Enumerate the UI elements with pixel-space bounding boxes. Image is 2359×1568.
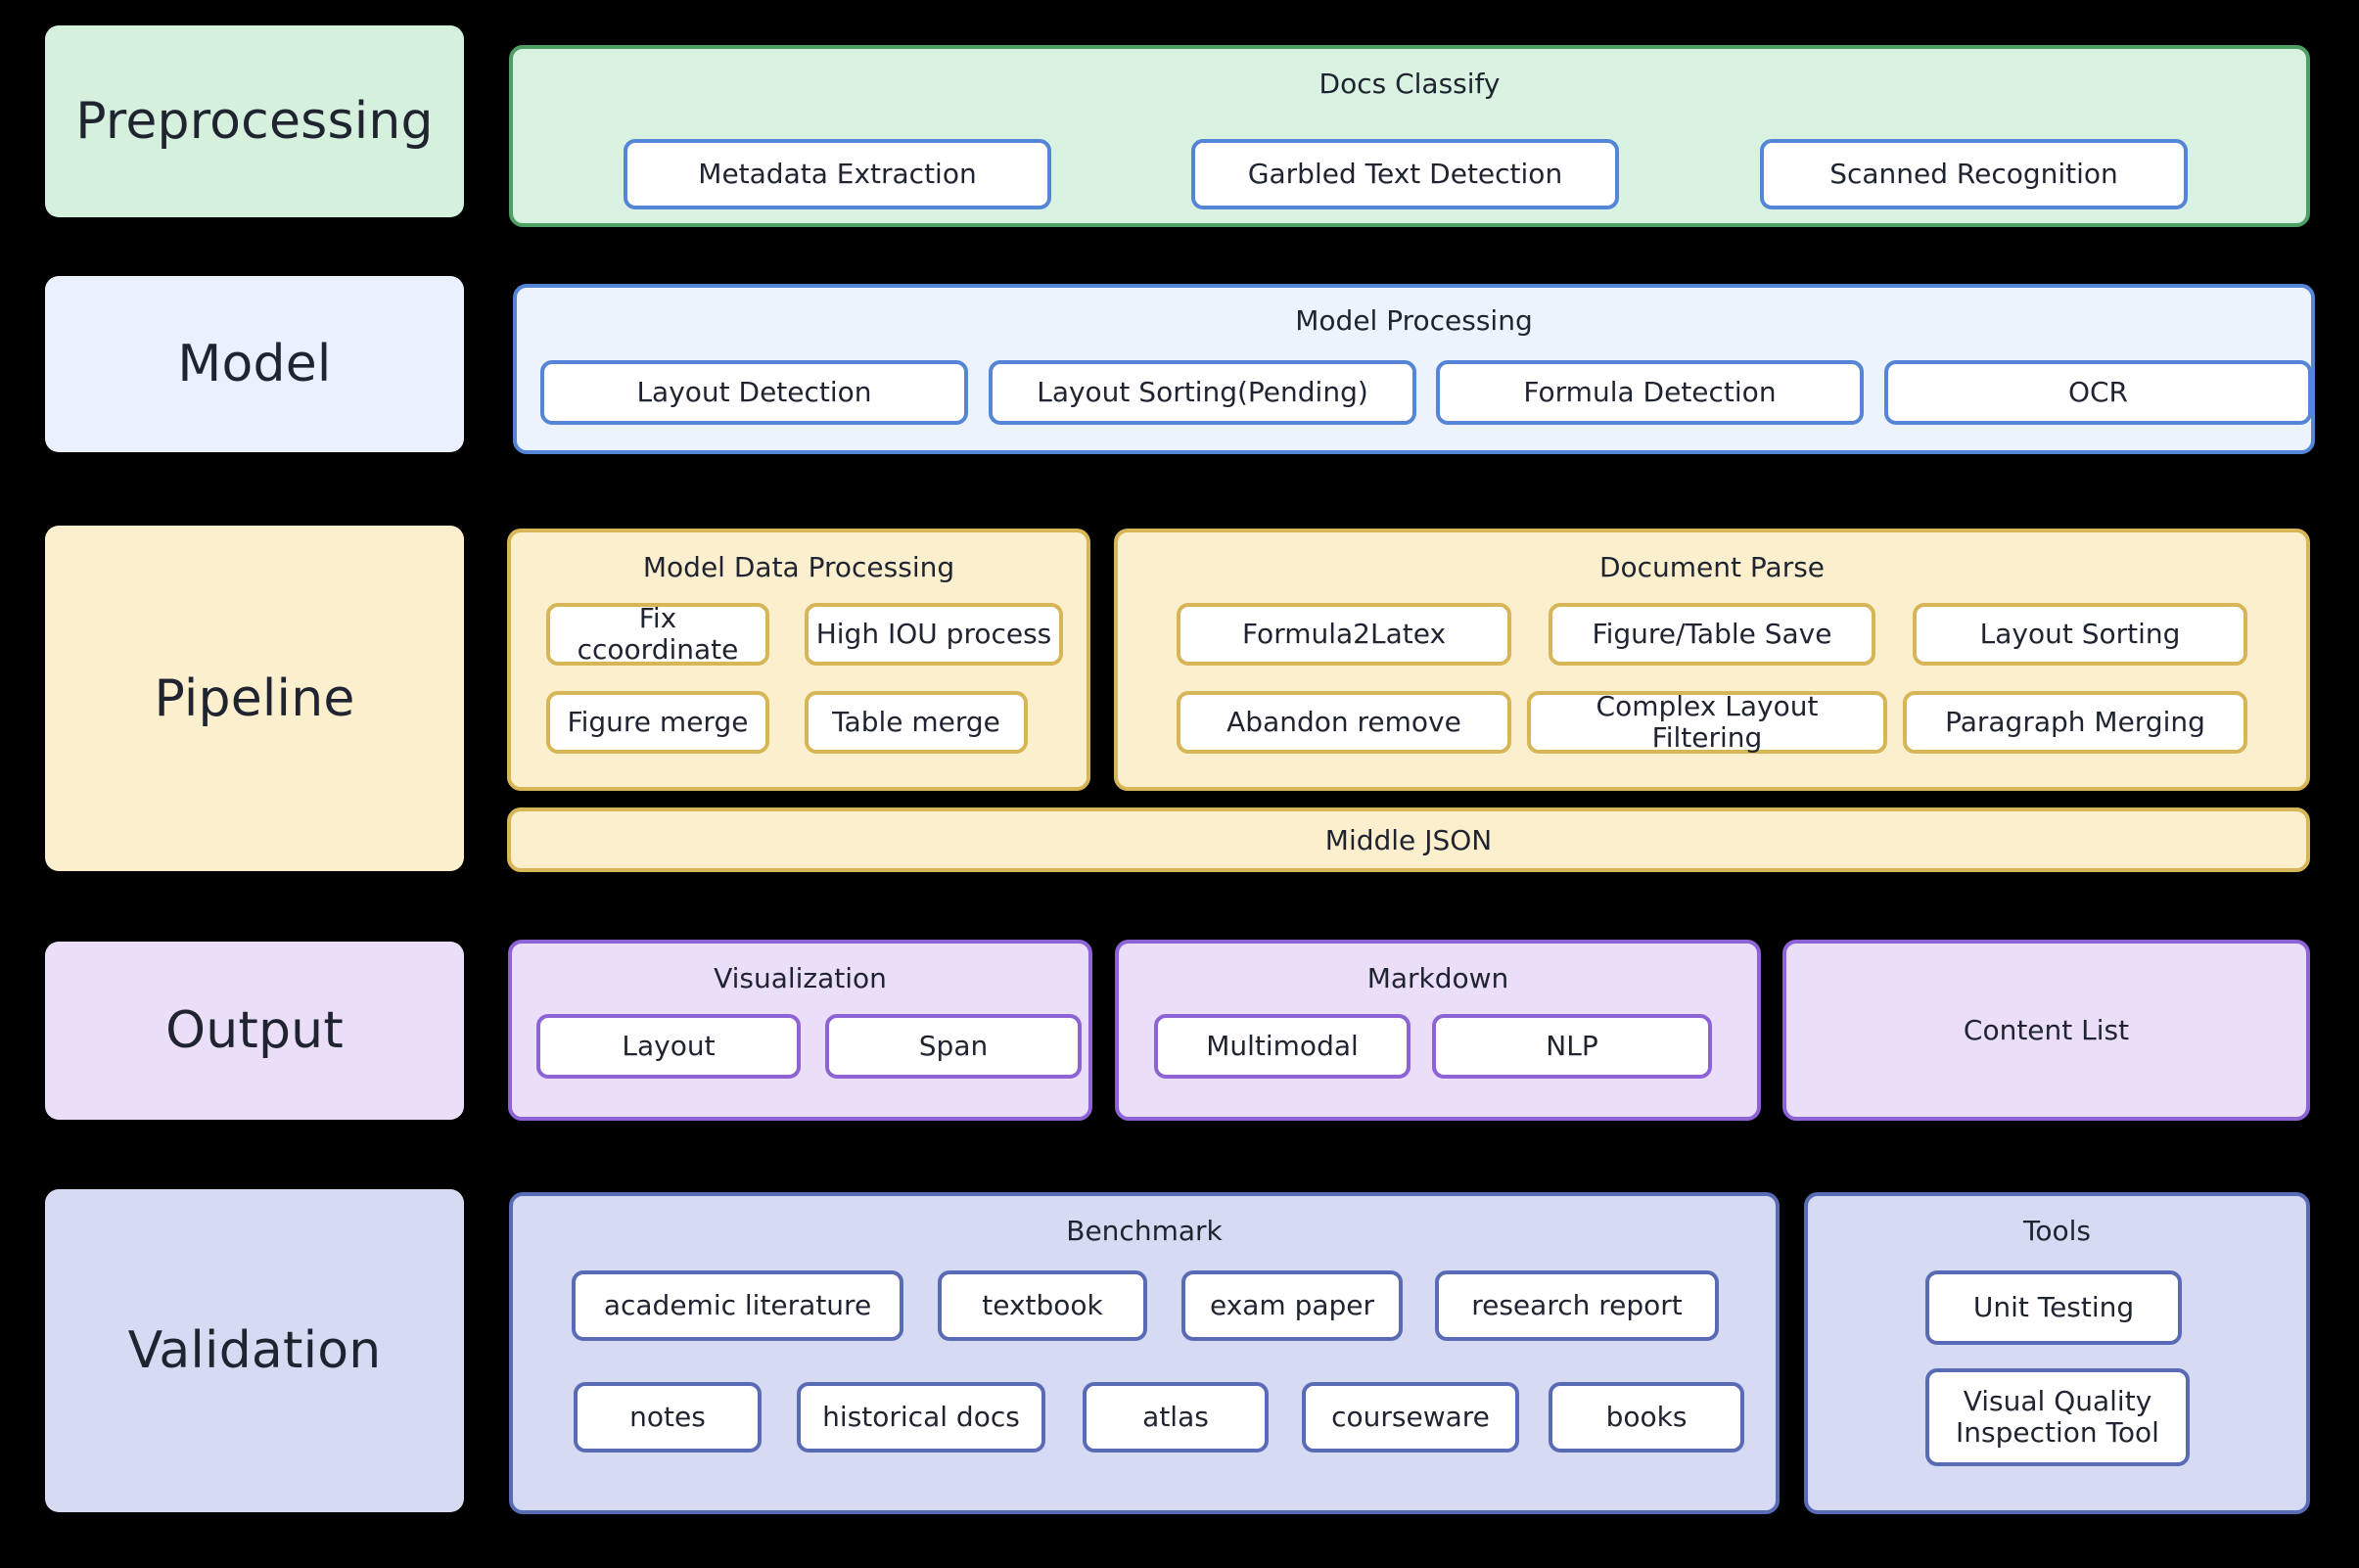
chip-label: textbook <box>982 1288 1103 1321</box>
group-title-model-processing: Model Processing <box>1295 304 1533 337</box>
chip-academic-literature[interactable]: academic literature <box>572 1270 903 1341</box>
chip-layout[interactable]: Layout <box>536 1014 801 1079</box>
chip-label: Metadata Extraction <box>698 157 977 190</box>
group-title-content-list: Content List <box>1963 1014 2130 1046</box>
group-title-docs-classify: Docs Classify <box>1318 68 1501 100</box>
stage-label-model: Model <box>45 276 464 452</box>
chip-layout-sorting[interactable]: Layout Sorting <box>1913 603 2247 666</box>
group-document-parse: Document Parse Formula2Latex Figure/Tabl… <box>1114 529 2310 791</box>
group-content-list: Content List <box>1782 940 2310 1121</box>
group-title-benchmark: Benchmark <box>1066 1215 1223 1247</box>
chip-label: Formula2Latex <box>1241 617 1447 650</box>
chip-label: research report <box>1471 1288 1683 1321</box>
stage-label-pipeline: Pipeline <box>45 526 464 871</box>
group-title-tools: Tools <box>2023 1215 2091 1247</box>
chip-span[interactable]: Span <box>825 1014 1082 1079</box>
chip-label: Paragraph Merging <box>1945 705 2205 738</box>
chip-complex-layout-filtering[interactable]: Complex Layout Filtering <box>1527 689 1887 754</box>
stage-label-model-text: Model <box>177 335 332 393</box>
chip-label: atlas <box>1142 1400 1209 1433</box>
bar-middle-json-label: Middle JSON <box>1324 823 1493 856</box>
chip-figure-merge[interactable]: Figure merge <box>546 691 769 754</box>
group-title-markdown: Markdown <box>1366 962 1509 994</box>
chip-historical-docs[interactable]: historical docs <box>797 1382 1045 1453</box>
group-title-model-data-processing: Model Data Processing <box>642 551 955 583</box>
group-markdown: Markdown Multimodal NLP <box>1115 940 1761 1121</box>
bar-middle-json: Middle JSON <box>507 807 2310 872</box>
chip-label: Unit Testing <box>1972 1290 2135 1323</box>
chip-figure-table-save[interactable]: Figure/Table Save <box>1549 603 1875 666</box>
group-title-document-parse: Document Parse <box>1598 551 1826 583</box>
chip-formula2latex[interactable]: Formula2Latex <box>1177 603 1511 666</box>
chip-label: historical docs <box>822 1400 1020 1433</box>
chip-label: Layout <box>622 1029 716 1062</box>
chip-nlp[interactable]: NLP <box>1432 1014 1712 1079</box>
chip-ocr[interactable]: OCR <box>1884 360 2312 425</box>
chip-label: Span <box>918 1029 989 1062</box>
chip-visual-quality-inspection-tool[interactable]: Visual Quality Inspection Tool <box>1925 1368 2190 1466</box>
chip-label: Abandon remove <box>1226 705 1461 738</box>
chip-fix-ccoordinate[interactable]: Fix ccoordinate <box>546 601 769 666</box>
chip-books[interactable]: books <box>1549 1382 1744 1453</box>
chip-paragraph-merging[interactable]: Paragraph Merging <box>1903 691 2247 754</box>
chip-label: academic literature <box>603 1288 872 1321</box>
stage-label-output: Output <box>45 942 464 1120</box>
chip-notes[interactable]: notes <box>574 1382 762 1453</box>
chip-label: Layout Sorting(Pending) <box>1037 375 1368 408</box>
group-model-data-processing: Model Data Processing Fix ccoordinate Hi… <box>507 529 1090 791</box>
stage-label-preprocessing: Preprocessing <box>45 25 464 217</box>
chip-layout-detection[interactable]: Layout Detection <box>540 360 968 425</box>
chip-multimodal[interactable]: Multimodal <box>1154 1014 1411 1079</box>
group-title-visualization: Visualization <box>714 962 887 994</box>
stage-label-validation-text: Validation <box>127 1321 382 1380</box>
chip-label: Table merge <box>832 705 1000 738</box>
chip-high-iou-process[interactable]: High IOU process <box>805 603 1063 666</box>
chip-label: OCR <box>2067 375 2129 408</box>
group-model-processing: Model Processing Layout Detection Layout… <box>513 284 2315 454</box>
chip-label: Garbled Text Detection <box>1247 157 1563 190</box>
chip-label: Layout Sorting <box>1979 617 2181 650</box>
chip-research-report[interactable]: research report <box>1435 1270 1719 1341</box>
chip-unit-testing[interactable]: Unit Testing <box>1925 1270 2182 1345</box>
group-tools: Tools Unit Testing Visual Quality Inspec… <box>1804 1192 2310 1514</box>
stage-label-validation: Validation <box>45 1189 464 1512</box>
chip-label: courseware <box>1331 1400 1490 1433</box>
chip-formula-detection[interactable]: Formula Detection <box>1436 360 1864 425</box>
chip-label: Complex Layout Filtering <box>1596 689 1819 754</box>
chip-label: Fix ccoordinate <box>577 601 739 666</box>
stage-label-pipeline-text: Pipeline <box>154 669 355 728</box>
chip-exam-paper[interactable]: exam paper <box>1181 1270 1403 1341</box>
chip-metadata-extraction[interactable]: Metadata Extraction <box>624 139 1051 209</box>
chip-scanned-recognition[interactable]: Scanned Recognition <box>1760 139 2188 209</box>
chip-label: Multimodal <box>1206 1029 1359 1062</box>
chip-label: High IOU process <box>815 617 1052 650</box>
stage-label-output-text: Output <box>165 1001 344 1060</box>
chip-label: notes <box>629 1400 706 1433</box>
chip-abandon-remove[interactable]: Abandon remove <box>1177 691 1511 754</box>
chip-label: Visual Quality Inspection Tool <box>1956 1384 2159 1449</box>
chip-label: books <box>1605 1400 1688 1433</box>
group-docs-classify: Docs Classify Metadata Extraction Garble… <box>509 45 2310 227</box>
chip-textbook[interactable]: textbook <box>938 1270 1147 1341</box>
chip-courseware[interactable]: courseware <box>1302 1382 1519 1453</box>
stage-label-preprocessing-text: Preprocessing <box>75 92 434 151</box>
chip-layout-sorting-pending[interactable]: Layout Sorting(Pending) <box>989 360 1416 425</box>
chip-label: Layout Detection <box>636 375 872 408</box>
chip-label: Figure merge <box>567 705 749 738</box>
group-visualization: Visualization Layout Span <box>508 940 1092 1121</box>
chip-label: exam paper <box>1209 1288 1375 1321</box>
chip-label: NLP <box>1546 1029 1598 1062</box>
chip-label: Scanned Recognition <box>1829 157 2118 190</box>
chip-label: Formula Detection <box>1523 375 1777 408</box>
chip-label: Figure/Table Save <box>1592 617 1832 650</box>
chip-atlas[interactable]: atlas <box>1083 1382 1269 1453</box>
group-benchmark: Benchmark academic literature textbook e… <box>509 1192 1780 1514</box>
chip-garbled-text-detection[interactable]: Garbled Text Detection <box>1191 139 1619 209</box>
chip-table-merge[interactable]: Table merge <box>805 691 1028 754</box>
